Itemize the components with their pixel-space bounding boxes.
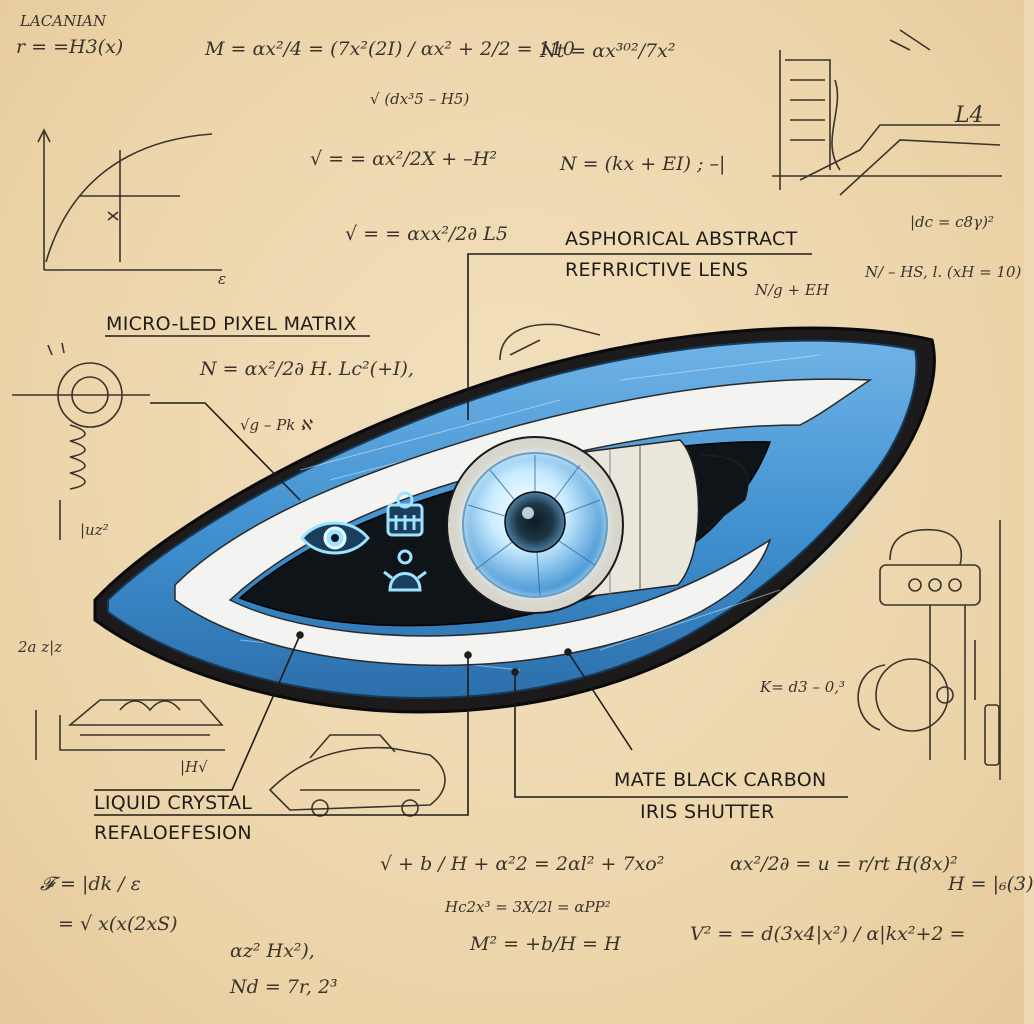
eq-ng: √g – Pk ℵ <box>240 416 312 434</box>
eq-side: 2a z|z <box>18 638 63 656</box>
eq-e-axis: ε <box>218 270 227 288</box>
eq-n1: N = (kx + EI) ; –| <box>560 153 726 175</box>
leader-asphorical <box>467 253 812 420</box>
callout-liquid-line2: REFALOEFESION <box>94 822 252 844</box>
callout-mate-line1: MATE BLACK CARBON <box>614 769 827 791</box>
leader-liquid <box>94 655 469 816</box>
eq-v2: √ = = αxx²/2∂ L5 <box>345 223 509 245</box>
eq-lc: |dc = c8γ)² <box>910 213 994 231</box>
eq-m-sub: √ (dx³5 – H5) <box>370 90 470 108</box>
eq-uz: |uz² <box>80 521 109 539</box>
callout-asphorical-line1: ASPHORICAL ABSTRACT <box>565 228 798 250</box>
eq-lacanian: LACANIAN <box>20 12 107 30</box>
eq-hb: H = |₆(3) <box>948 873 1034 895</box>
leader-iris <box>567 651 633 751</box>
callout-mate-line2: IRIS SHUTTER <box>640 801 775 823</box>
eq-nrg: N/g + EH <box>755 281 829 299</box>
eq-f: 𝓕 = |dk / ε <box>40 873 141 895</box>
leader-micro-led <box>150 402 301 501</box>
car-sketch <box>268 734 446 817</box>
machine-sketch <box>857 520 1001 780</box>
leader-mate-black <box>514 672 848 798</box>
eq-ax: αx²/2∂ = u = r/rt H(8x)² <box>730 853 958 875</box>
callout-micro-led: MICRO-LED PIXEL MATRIX <box>106 313 357 335</box>
eq-ns: N/ – HS, l. (xH = 10) <box>865 263 1022 281</box>
callout-asphorical-line2: REFRRICTIVE LENS <box>565 259 749 281</box>
background-sketches <box>12 29 1002 817</box>
robot-icon <box>386 491 424 537</box>
eq-vd: V² = = d(3x4|x²) / α|kx²+2 = <box>690 923 966 945</box>
spring-mechanism <box>12 342 150 540</box>
projector-lens <box>446 436 624 614</box>
eq-r: r = =H3(x) <box>16 36 124 58</box>
curve-graph <box>37 128 222 271</box>
eq-m: M = αx²/4 = (7x²(2I) / αx² + 2/2 = 110 <box>205 38 575 60</box>
eq-nt: Nt = αx³⁰²/7x² <box>540 40 676 62</box>
eye-icon <box>300 521 370 555</box>
engineering-chart <box>772 29 1002 196</box>
figure-icon <box>383 549 427 592</box>
eq-n2: N = αx²/2∂ H. Lc²(+I), <box>200 358 414 380</box>
eq-vb: √ + b / H + α²2 = 2αl² + 7xο² <box>380 853 665 875</box>
eq-nd: Nd = 7r, 2³ <box>230 976 338 998</box>
eq-k: K= d3 – 0,³ <box>760 678 846 696</box>
leader-liquid-left <box>94 634 301 791</box>
eq-a: αz² Hx²), <box>230 940 315 962</box>
shoe-sketch <box>499 323 601 361</box>
tray-sketch <box>35 699 225 760</box>
eq-mb: M² = +b/H = H <box>470 933 621 955</box>
eq-h: |H√ <box>180 758 208 776</box>
callout-leaders <box>94 253 848 816</box>
callout-liquid-line1: LIQUID CRYSTAL <box>94 792 253 814</box>
eq-l4: L4 <box>955 103 984 128</box>
eq-v1: √ = = αx²/2X + –H² <box>310 148 497 170</box>
eq-vx: = √ x(x(2xS) <box>58 913 178 935</box>
chrome-strip <box>174 378 873 667</box>
micro-led-matrix <box>300 491 427 592</box>
iris-shutter <box>504 491 566 553</box>
eq-hc: Hc2x³ = 3X/2l = αPP² <box>445 898 611 916</box>
